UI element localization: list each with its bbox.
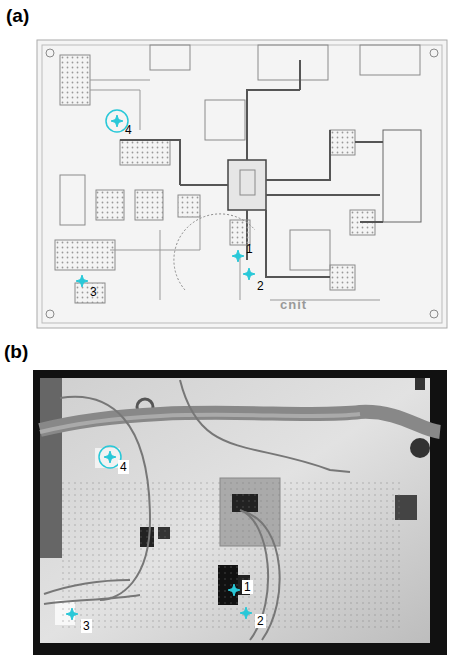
measurement-markers [66, 110, 255, 620]
panel-label: (a) [6, 6, 29, 25]
callout-number: 3 [81, 619, 92, 633]
callout-number: 1 [242, 580, 253, 594]
board-photo [33, 370, 447, 655]
board-marking: cnit [280, 298, 307, 311]
pcb-layout [37, 40, 447, 328]
callout-number: 4 [118, 460, 129, 474]
panel-label: (b) [4, 342, 28, 361]
callout-number: 3 [90, 286, 97, 298]
callout-number: 2 [255, 614, 266, 628]
callout-number: 4 [125, 124, 132, 136]
callout-number: 1 [246, 243, 253, 255]
callout-number: 2 [257, 280, 264, 292]
